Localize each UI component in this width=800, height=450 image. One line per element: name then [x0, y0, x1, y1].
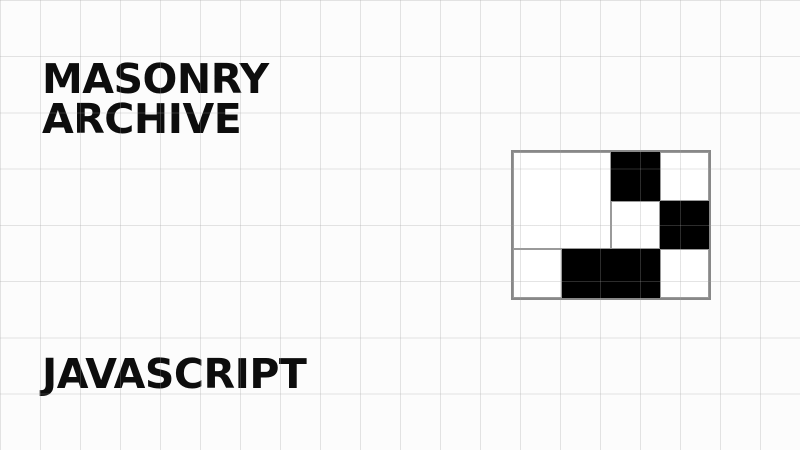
artwork-block-white-1x1 — [660, 152, 709, 201]
artwork-block-white-1x1 — [611, 200, 660, 250]
artwork-block-white-1x1 — [513, 249, 562, 298]
page-title-line2: ARCHIVE — [42, 95, 242, 143]
masonry-pixel-artwork — [511, 150, 711, 300]
page-title-line1: MASONRY — [42, 55, 269, 103]
page-title: MASONRY ARCHIVE — [42, 55, 269, 143]
language-label: JAVASCRIPT — [42, 350, 307, 398]
artwork-block-black-2x1 — [562, 249, 660, 298]
artwork-block-black-1x1 — [660, 200, 709, 250]
artwork-block-black-1x1 — [611, 152, 660, 201]
artwork-block-white-2x2 — [513, 152, 611, 250]
artwork-block-white-1x1 — [660, 249, 709, 298]
